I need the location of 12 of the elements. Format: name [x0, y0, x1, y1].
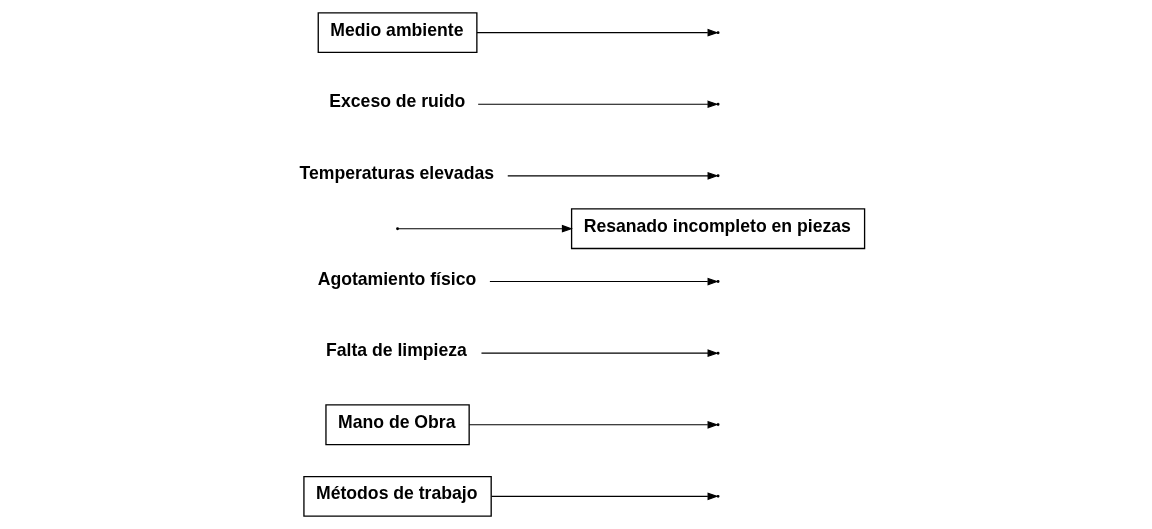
node-text: Agotamiento físico [317, 268, 477, 289]
node-box: Resanado incompleto en piezas [570, 208, 866, 250]
node-box: Métodos de trabajo [303, 475, 492, 517]
node-text: Falta de limpieza [325, 340, 467, 361]
arrow [489, 277, 719, 286]
node-text: Exceso de ruido [329, 91, 466, 112]
arrow [398, 224, 573, 233]
node-box: Medio ambiente [317, 12, 478, 54]
arrow [476, 28, 719, 37]
arrow [491, 492, 719, 501]
node-box: Mano de Obra [325, 404, 470, 446]
node-text: Temperaturas elevadas [299, 162, 494, 183]
